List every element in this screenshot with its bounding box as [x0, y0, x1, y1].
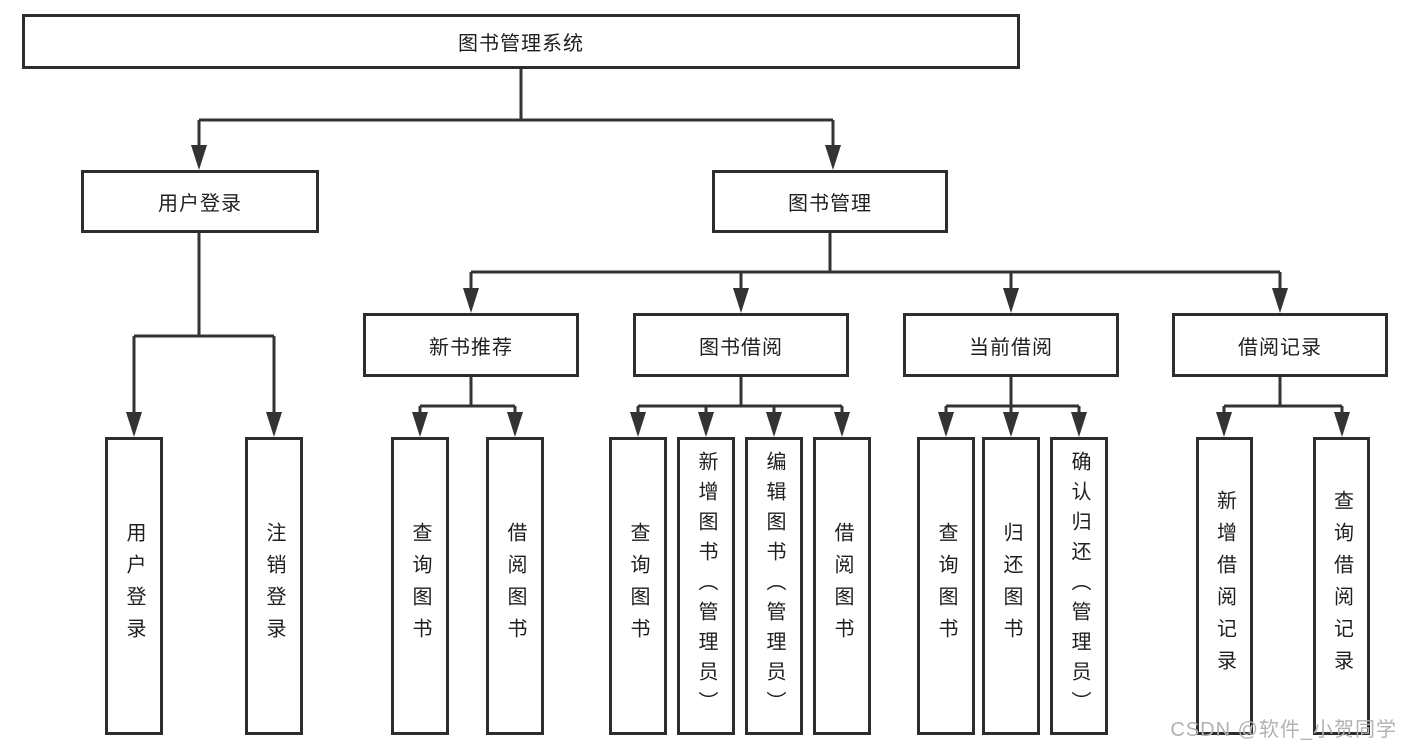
arrow-down-icon — [1334, 412, 1350, 437]
connector-user-login-to-leaves — [126, 233, 282, 437]
node-label: 查询图书 — [409, 522, 431, 650]
node-book-borrow: 图书借阅 — [633, 313, 849, 377]
node-label: 新增借阅记录 — [1213, 490, 1236, 682]
arrow-down-icon — [766, 412, 782, 437]
node-label: 图书借阅 — [699, 336, 783, 359]
leaf-add-borrow-record: 新增借阅记录 — [1196, 437, 1253, 735]
leaf-edit-books-admin: 编辑图书（管理员） — [745, 437, 803, 735]
arrow-down-icon — [266, 412, 282, 437]
arrow-down-icon — [1003, 288, 1019, 313]
leaf-borrow-books-2: 借阅图书 — [813, 437, 871, 735]
node-label: 新书推荐 — [429, 336, 513, 359]
node-root: 图书管理系统 — [22, 14, 1020, 69]
leaf-user-login: 用户登录 — [105, 437, 163, 735]
node-label: 当前借阅 — [969, 336, 1053, 359]
node-label: 用户登录 — [123, 522, 145, 650]
arrow-down-icon — [191, 145, 207, 170]
arrow-down-icon — [825, 145, 841, 170]
node-label: 查询借阅记录 — [1330, 490, 1353, 682]
leaf-return-books: 归还图书 — [982, 437, 1040, 735]
node-label: 编辑图书（管理员） — [763, 451, 785, 721]
node-label: 用户登录 — [158, 193, 242, 215]
node-label: 确认归还（管理员） — [1068, 451, 1090, 721]
arrow-down-icon — [126, 412, 142, 437]
node-label: 注销登录 — [263, 522, 285, 650]
arrow-down-icon — [1272, 288, 1288, 313]
connector-borrow-records-to-leaves — [1216, 377, 1350, 437]
arrow-down-icon — [463, 288, 479, 313]
connector-book-borrow-to-leaves — [630, 377, 850, 437]
node-label: 图书管理系统 — [458, 33, 584, 55]
arrow-down-icon — [630, 412, 646, 437]
leaf-logout: 注销登录 — [245, 437, 303, 735]
connector-current-borrow-to-leaves — [938, 377, 1087, 437]
leaf-borrow-books-1: 借阅图书 — [486, 437, 544, 735]
arrow-down-icon — [834, 412, 850, 437]
connector-new-book-recommend-to-leaves — [412, 377, 523, 437]
node-user-login: 用户登录 — [81, 170, 319, 233]
connector-book-management-to-level3 — [463, 233, 1288, 313]
node-borrow-records: 借阅记录 — [1172, 313, 1388, 377]
arrow-down-icon — [1216, 412, 1232, 437]
leaf-query-books-1: 查询图书 — [391, 437, 449, 735]
node-label: 查询图书 — [627, 522, 649, 650]
arrow-down-icon — [507, 412, 523, 437]
leaf-query-books-2: 查询图书 — [609, 437, 667, 735]
node-current-borrow: 当前借阅 — [903, 313, 1119, 377]
node-label: 归还图书 — [1000, 522, 1022, 650]
leaf-add-books-admin: 新增图书（管理员） — [677, 437, 735, 735]
node-label: 借阅图书 — [831, 522, 853, 650]
arrow-down-icon — [1071, 412, 1087, 437]
node-label: 新增图书（管理员） — [695, 451, 717, 721]
arrow-down-icon — [1003, 412, 1019, 437]
node-label: 图书管理 — [788, 193, 872, 215]
node-book-management: 图书管理 — [712, 170, 948, 233]
leaf-query-borrow-record: 查询借阅记录 — [1313, 437, 1370, 735]
watermark: CSDN @软件_小贺同学 — [1170, 719, 1397, 741]
leaf-confirm-return-admin: 确认归还（管理员） — [1050, 437, 1108, 735]
node-label: 查询图书 — [935, 522, 957, 650]
arrow-down-icon — [698, 412, 714, 437]
arrow-down-icon — [412, 412, 428, 437]
leaf-query-books-3: 查询图书 — [917, 437, 975, 735]
connector-root-to-level2 — [191, 69, 841, 170]
arrow-down-icon — [938, 412, 954, 437]
node-label: 借阅记录 — [1238, 336, 1322, 359]
node-new-book-recommend: 新书推荐 — [363, 313, 579, 377]
arrow-down-icon — [733, 288, 749, 313]
node-label: 借阅图书 — [504, 522, 526, 650]
